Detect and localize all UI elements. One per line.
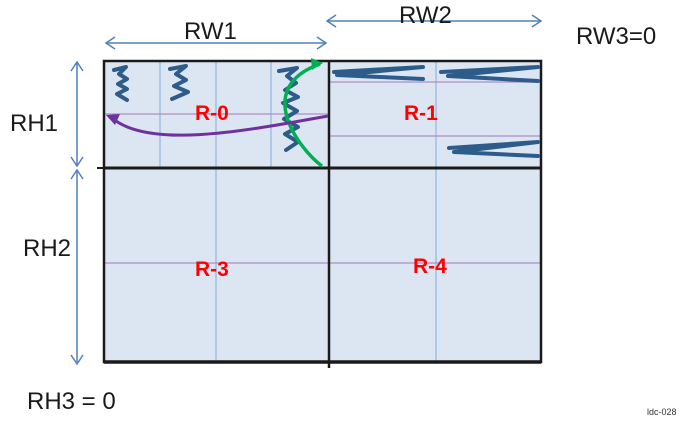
region-r4-label: R-4	[413, 255, 447, 278]
rh2-label: RH2	[23, 235, 72, 262]
region-r4-fill	[329, 168, 541, 362]
dimension-arrows	[70, 14, 543, 366]
rw1-label: RW1	[184, 18, 237, 45]
rh3-label: RH3 = 0	[27, 388, 116, 415]
region-r1-label: R-1	[404, 102, 438, 125]
figure-id: ldc-028	[647, 407, 677, 417]
purple-curve-arrow	[111, 114, 329, 137]
region-r3-label: R-3	[195, 258, 229, 281]
region-r0-label: R-0	[195, 102, 229, 125]
green-arrowhead	[311, 58, 323, 70]
scribble-lines	[112, 64, 540, 158]
sub-grid-lines	[104, 61, 541, 362]
rw3-label: RW3=0	[576, 23, 657, 50]
rw2-label: RW2	[399, 2, 452, 29]
region-borders	[97, 59, 543, 368]
purple-arrowhead	[106, 114, 120, 125]
green-curve-arrow	[283, 62, 324, 168]
rh1-label: RH1	[10, 110, 59, 137]
